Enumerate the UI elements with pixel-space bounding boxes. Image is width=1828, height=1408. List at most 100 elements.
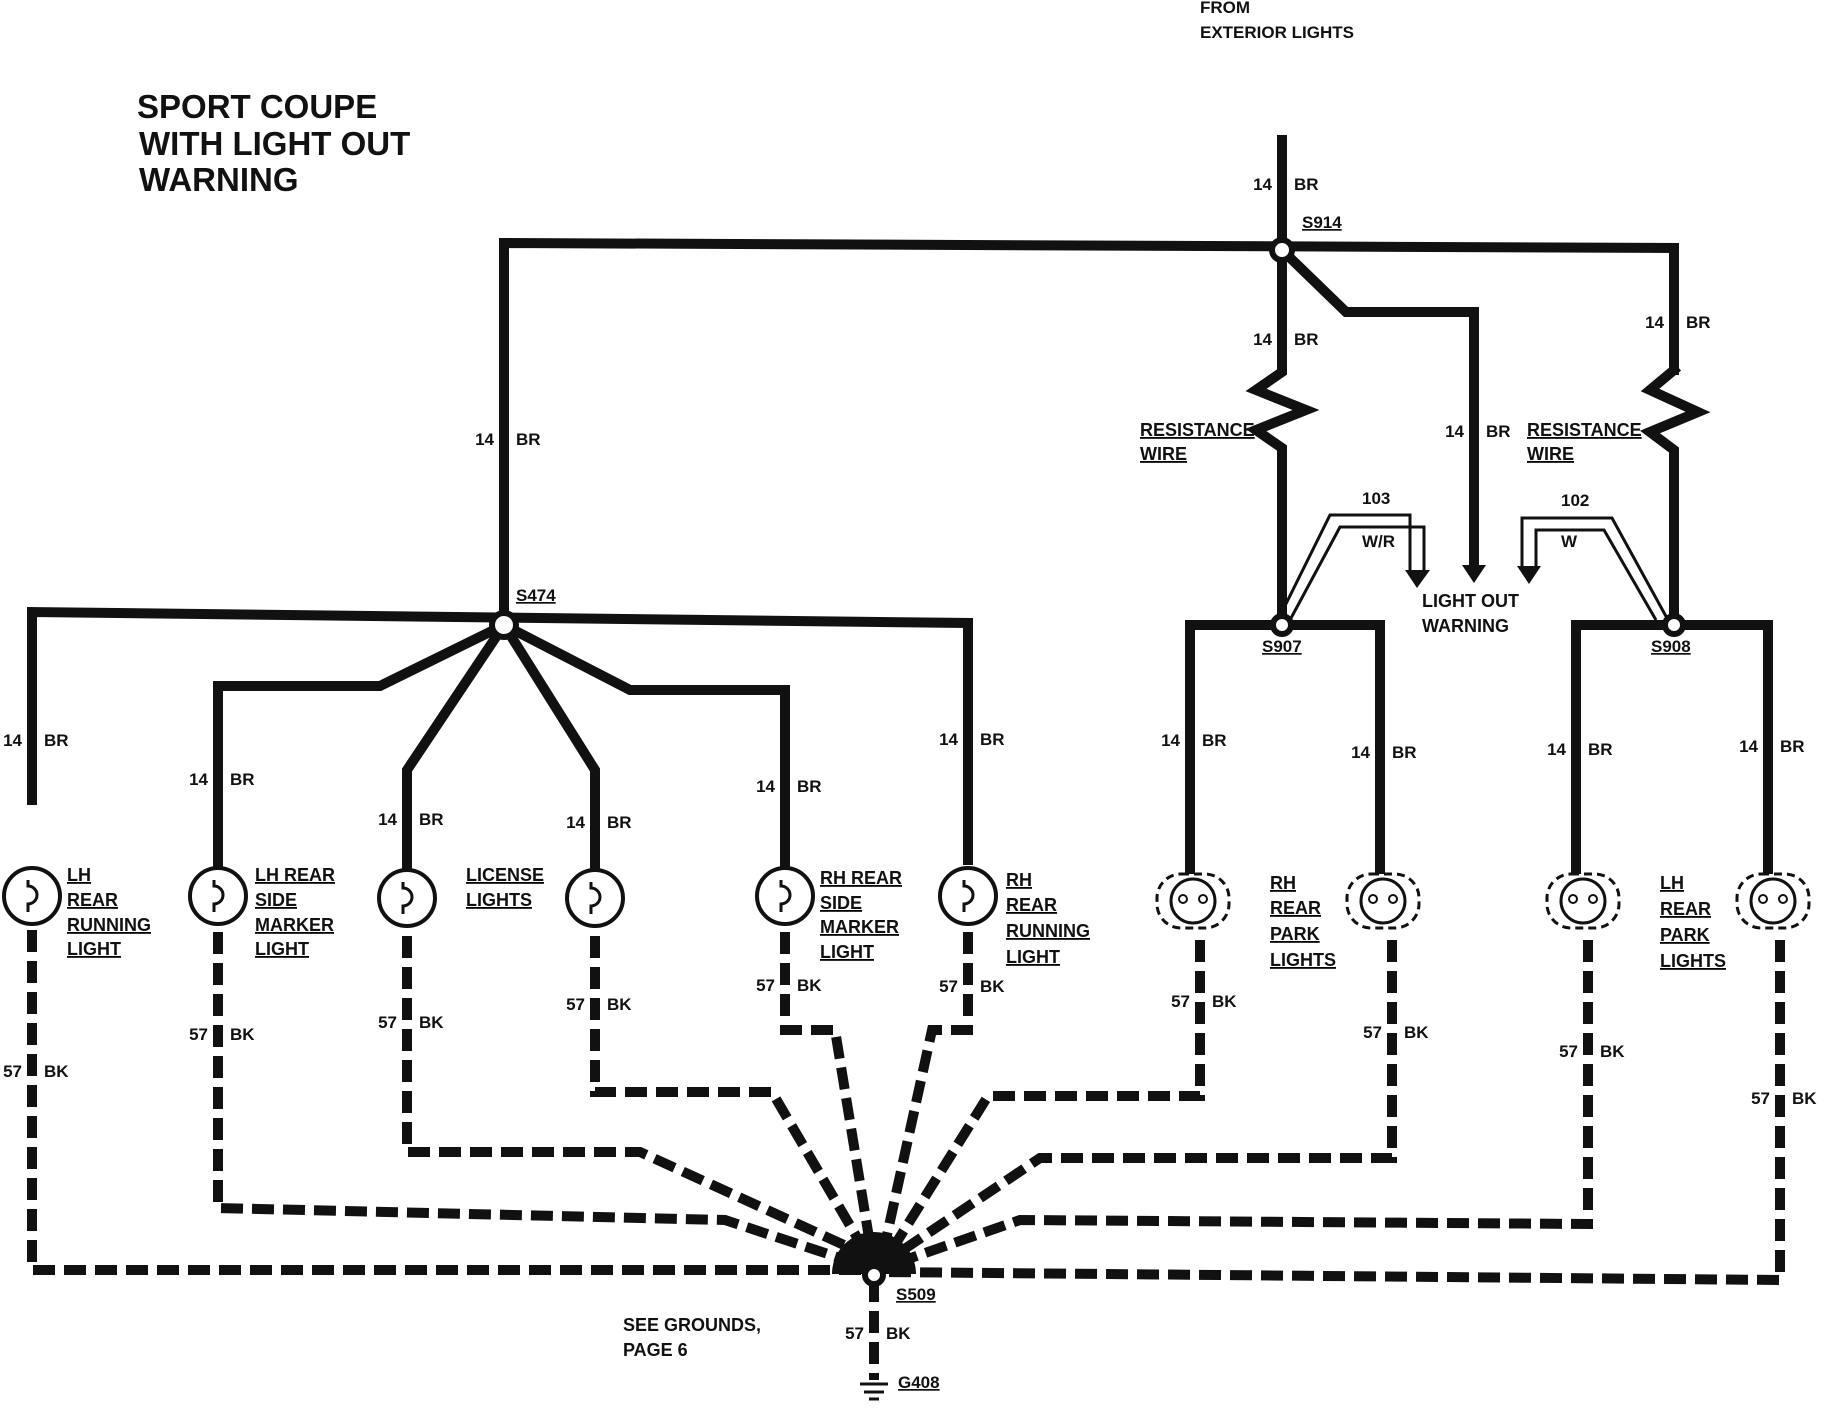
gnd-lh-park-1 [903, 940, 1593, 1265]
label-light-out-warning-2: WARNING [1422, 616, 1509, 636]
gnd-license-left [402, 936, 858, 1255]
label-rh-running-2: REAR [1006, 895, 1057, 915]
label-s509: S509 [896, 1285, 936, 1304]
wire-circuit-number: 57 [756, 976, 775, 995]
label-lh-rear-running-1: LH [67, 865, 91, 885]
splice-s907 [1270, 613, 1294, 637]
wire-circuit-number: 57 [1363, 1023, 1382, 1042]
wire-color-code: BR [1686, 313, 1711, 332]
wire-102-a [1520, 516, 1670, 621]
wire-color-code: BR [1294, 175, 1319, 194]
wire-circuit-number: 57 [1559, 1042, 1578, 1061]
label-rh-park-4: LIGHTS [1270, 950, 1336, 970]
gnd-rh-park-2 [897, 940, 1397, 1257]
gnd-license-right [590, 936, 867, 1249]
label-wire-102-color: W [1561, 532, 1578, 551]
label-lh-rear-running-4: LIGHT [67, 939, 121, 959]
ground-wires [27, 930, 1785, 1380]
label-lh-side-marker-1: LH REAR [255, 865, 335, 885]
wire-color-code: BR [516, 430, 541, 449]
gnd-rh-park-1 [888, 940, 1205, 1251]
park-bulb-lh-2 [1735, 872, 1811, 930]
wire-color-code: BK [1792, 1089, 1817, 1108]
wire-circuit-number: 57 [939, 977, 958, 996]
lh-resistance-wire [1640, 362, 1711, 633]
label-lh-park-2: REAR [1660, 899, 1711, 919]
wire-circuit-number: 14 [756, 777, 775, 796]
splice-s509 [862, 1263, 886, 1287]
diagram-title-line-3: WARNING [139, 161, 299, 198]
license-right-feed [497, 618, 600, 875]
wire-circuit-number: 57 [566, 995, 585, 1014]
bulb-license-right [565, 868, 625, 928]
label-rh-side-marker-3: MARKER [820, 917, 899, 937]
gnd-lh-running [27, 930, 868, 1275]
wire-color-code: BR [1392, 743, 1417, 762]
wire-102-arrow [1517, 566, 1541, 584]
wire-color-code: BK [419, 1013, 444, 1032]
label-lh-park-1: LH [1660, 873, 1684, 893]
label-lh-park-4: LIGHTS [1660, 951, 1726, 971]
wire-circuit-number: 14 [1445, 422, 1464, 441]
wire-102-b [1534, 528, 1658, 621]
wire-color-code: BR [797, 777, 822, 796]
wire-circuit-number: 14 [1351, 743, 1370, 762]
wire-circuit-number: 14 [1739, 737, 1758, 756]
label-rh-side-marker-1: RH REAR [820, 868, 902, 888]
label-wire-103-color: W/R [1362, 532, 1395, 551]
wire-color-code: BR [980, 730, 1005, 749]
wire-circuit-number: 14 [566, 813, 585, 832]
rh-resistance-wire [1245, 245, 1320, 633]
wire-color-code: BR [230, 770, 255, 789]
label-license-2: LIGHTS [466, 890, 532, 910]
diagram-title-line-1: SPORT COUPE [137, 88, 377, 125]
label-rh-running-4: LIGHT [1006, 947, 1060, 967]
wire-color-code: BK [1600, 1042, 1625, 1061]
wire-circuit-number: 14 [939, 730, 958, 749]
wire-circuit-number: 14 [1645, 313, 1664, 332]
park-bulb-rh-1 [1155, 872, 1231, 930]
wire-color-code: BR [1486, 422, 1511, 441]
label-lh-side-marker-2: SIDE [255, 890, 297, 910]
bulb-lh-rear-running [2, 866, 62, 926]
gnd-rh-side-marker [780, 932, 875, 1245]
wire-color-code: BK [607, 995, 632, 1014]
label-rh-running-1: RH [1006, 870, 1032, 890]
label-lh-park-3: PARK [1660, 925, 1710, 945]
label-lh-side-marker-4: LIGHT [255, 939, 309, 959]
wire-color-code: BK [797, 976, 822, 995]
label-s908: S908 [1651, 637, 1691, 656]
wire-color-code: BK [230, 1025, 255, 1044]
label-s907: S907 [1262, 637, 1302, 656]
label-resistance-wire-rh-2: WIRE [1140, 444, 1187, 464]
label-wire-102: 102 [1561, 491, 1589, 510]
splice-s914 [1269, 237, 1295, 263]
wire-103-b [1288, 525, 1426, 621]
wire-color-code: BK [980, 977, 1005, 996]
label-rh-park-1: RH [1270, 873, 1296, 893]
splice-s908 [1662, 613, 1686, 637]
wire-color-code: BR [1780, 737, 1805, 756]
label-license-1: LICENSE [466, 865, 544, 885]
ground-junction [832, 1232, 916, 1274]
label-rh-park-2: REAR [1270, 898, 1321, 918]
park-bulb-rh-2 [1345, 872, 1421, 930]
label-rh-running-3: RUNNING [1006, 921, 1090, 941]
wire-color-code: BK [886, 1324, 911, 1343]
label-rh-park-3: PARK [1270, 924, 1320, 944]
park-bulb-lh-1 [1545, 872, 1621, 930]
label-resistance-wire-lh-2: WIRE [1527, 444, 1574, 464]
bulb-rh-rear-running [938, 866, 998, 926]
wire-color-code: BR [1202, 731, 1227, 750]
label-wire-103: 103 [1362, 489, 1390, 508]
wire-circuit-number: 57 [189, 1025, 208, 1044]
label-rh-side-marker-4: LIGHT [820, 942, 874, 962]
label-s914: S914 [1302, 213, 1342, 232]
wire-103-a [1276, 513, 1412, 621]
wire-circuit-number: 14 [189, 770, 208, 789]
label-lh-rear-running-3: RUNNING [67, 915, 151, 935]
gnd-lh-side-marker [213, 932, 842, 1263]
bulb-license-left [377, 868, 437, 928]
